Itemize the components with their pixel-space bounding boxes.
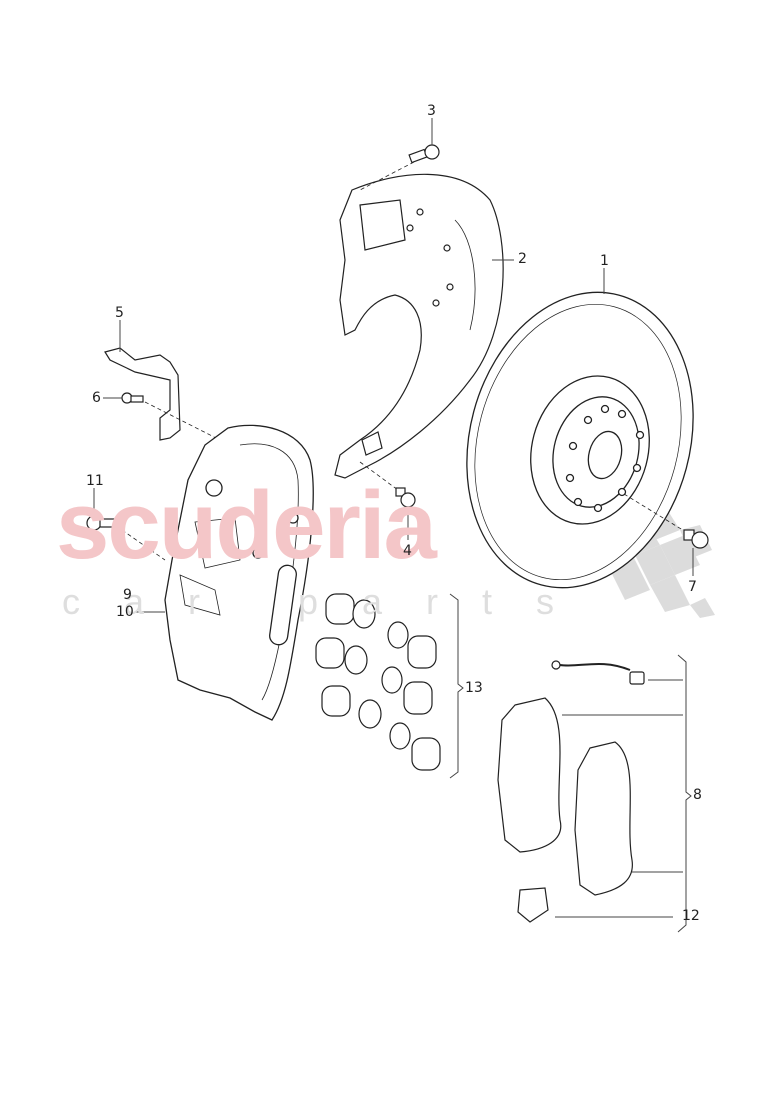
bracket-part-5 xyxy=(104,347,181,441)
callout-2[interactable]: 2 xyxy=(518,251,527,267)
bolt-part-3 xyxy=(359,144,440,191)
watermark-main-text: scuderia xyxy=(56,472,437,579)
brake-pad-set-part-8 xyxy=(497,660,645,923)
splash-shield-part-2 xyxy=(334,173,504,479)
bolt-part-4 xyxy=(359,461,416,508)
disc-screw-part-7 xyxy=(623,493,709,549)
callout-13[interactable]: 13 xyxy=(465,680,483,696)
callout-9[interactable]: 9 xyxy=(123,587,132,603)
brake-caliper-part-9-10 xyxy=(164,424,314,721)
callout-7[interactable]: 7 xyxy=(688,579,697,595)
bolt-part-6 xyxy=(121,392,221,441)
callout-6[interactable]: 6 xyxy=(92,390,101,406)
caliper-bolt-part-11 xyxy=(86,515,166,561)
callout-5[interactable]: 5 xyxy=(115,305,124,321)
callout-4[interactable]: 4 xyxy=(403,543,412,559)
callout-11[interactable]: 11 xyxy=(86,473,104,489)
piston-kit-part-13 xyxy=(315,593,441,771)
callout-1[interactable]: 1 xyxy=(600,253,609,269)
callout-10[interactable]: 10 xyxy=(116,604,134,620)
callout-3[interactable]: 3 xyxy=(427,103,436,119)
callout-8[interactable]: 8 xyxy=(693,787,702,803)
callout-12[interactable]: 12 xyxy=(682,908,700,924)
leader-lines xyxy=(93,118,694,933)
brake-disc-part-1 xyxy=(466,291,694,589)
watermark-sub-text: car parts xyxy=(62,581,599,622)
